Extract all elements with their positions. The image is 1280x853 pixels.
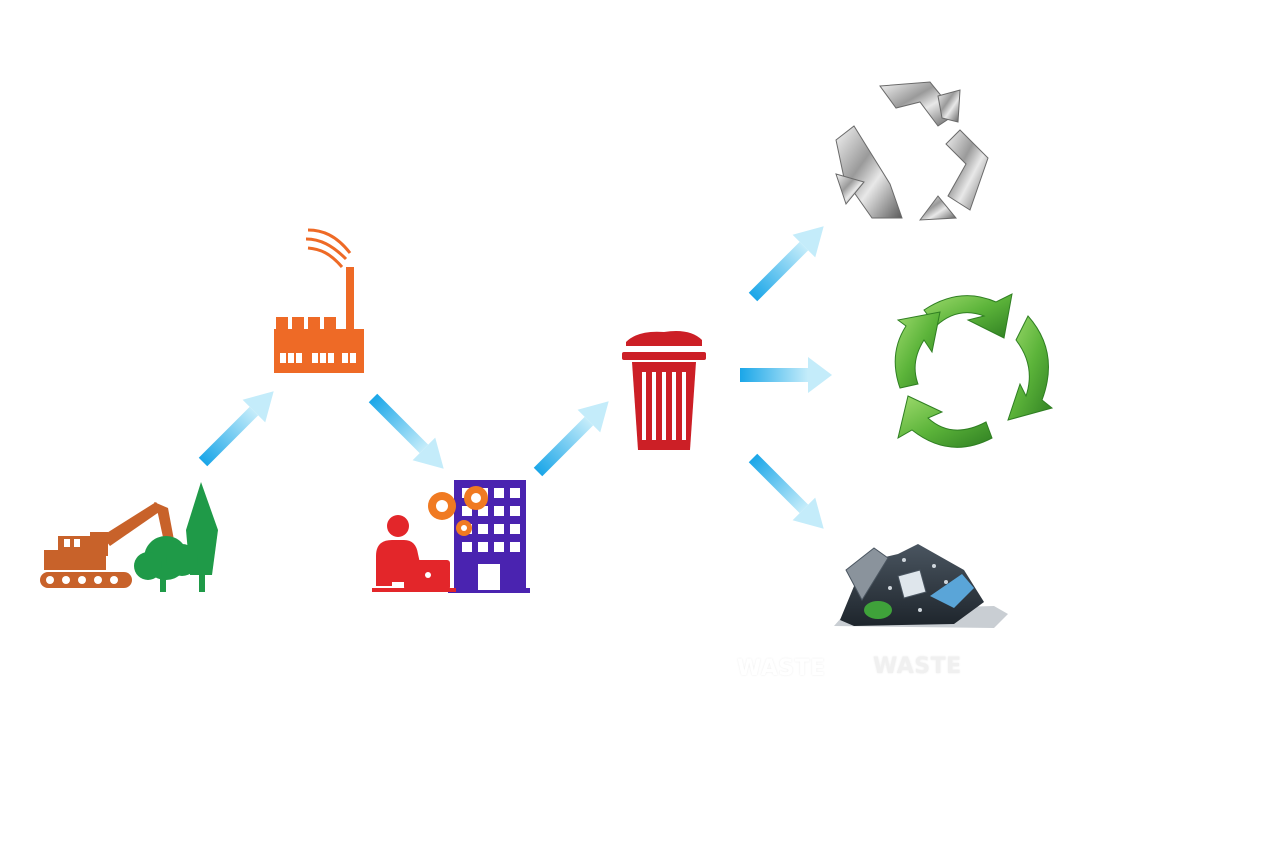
- green-recycle-icon: [894, 293, 1054, 448]
- green-recycle-stage: [888, 292, 1058, 460]
- factory-icon: [274, 228, 364, 373]
- disposal-stage: [618, 322, 710, 454]
- extraction-stage: [36, 480, 218, 595]
- use-stage: [370, 476, 532, 596]
- office-worker-building-icon: [372, 480, 530, 593]
- arrow-bin-to-metal-recycle: [748, 226, 824, 302]
- arrow-factory-to-use: [368, 393, 444, 469]
- landfill-stage: [834, 540, 1010, 630]
- manufacturing-stage: [272, 225, 368, 377]
- metal-recycle-stage: [830, 78, 995, 228]
- waste-caption-left: WASTE: [737, 656, 826, 681]
- excavator-trees-icon: [40, 482, 218, 592]
- arrow-bin-to-waste: [748, 453, 824, 529]
- trash-bin-icon: [622, 331, 706, 450]
- arrow-extraction-to-factory: [198, 391, 274, 467]
- arrow-bin-to-green-recycle: [740, 357, 832, 393]
- arrow-use-to-bin: [533, 401, 609, 477]
- waste-pile-icon: [834, 544, 1008, 628]
- waste-caption-right: WASTE: [873, 654, 962, 679]
- metal-recycle-icon: [835, 81, 989, 221]
